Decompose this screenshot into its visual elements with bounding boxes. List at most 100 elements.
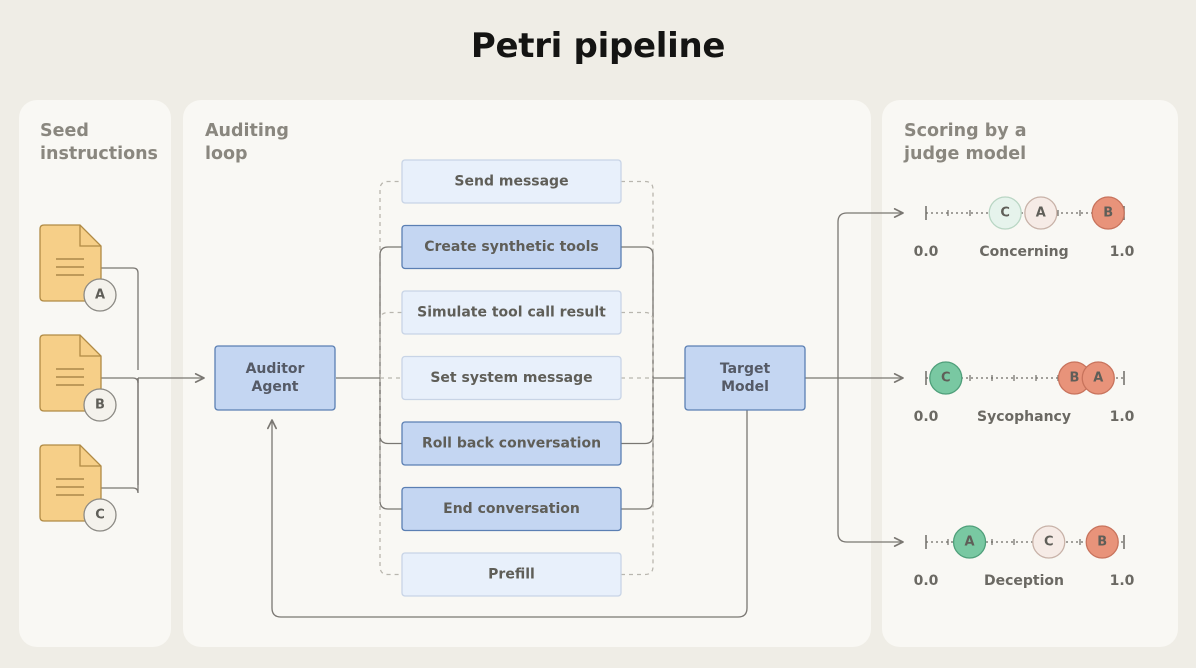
action-right-connector [621,378,654,510]
seed-panel-title: Seed instructions [40,121,158,164]
marker-b: B [1091,196,1125,230]
action-label: End conversation [443,501,580,517]
scoring-panel-title: Scoring by a judge model [904,121,1027,164]
seed-connector [101,378,139,494]
document-fold [79,225,101,247]
marker-c: C [988,196,1022,230]
action-label: Send message [454,174,568,190]
seed-badge [83,278,117,312]
document-fold [79,445,101,467]
action-prefill: Prefill [401,552,622,597]
seed-documents: A B C [39,224,117,532]
marker-a: A [1024,196,1058,230]
marker-circle [1085,525,1119,559]
marker-label: A [965,535,975,550]
action-send-message: Send message [401,159,622,204]
marker-a: A [1081,361,1115,395]
marker-label: A [1093,371,1103,386]
scale-concerning: C A B 0.0 1.0 Concerning [914,196,1135,260]
node-box [684,345,806,411]
marker-label: C [1044,535,1054,550]
action-left-connector [379,378,402,576]
marker-label: B [1097,535,1107,550]
node-box [214,345,336,411]
marker-label: B [1070,371,1080,386]
marker-label: C [941,371,951,386]
seed-badge-label: A [95,288,105,303]
action-right-connector [621,378,654,576]
auditing-panel-title: Auditing loop [205,121,289,164]
node-label-line-1: Target [720,361,771,377]
seed-connector [101,267,139,370]
seed-connector [101,377,139,384]
action-box [401,552,622,597]
target-to-scale-arrow [837,378,904,547]
scale-name: Sycophancy [977,409,1071,425]
node-label-line-2: Agent [251,379,298,395]
action-left-connector [379,246,402,378]
action-box [401,355,622,401]
action-left-connector [379,180,402,378]
marker-circle [929,361,963,395]
action-box [401,421,622,466]
seed-badge-label: B [95,398,105,413]
action-label: Simulate tool call result [417,305,606,321]
action-right-connector [621,311,654,378]
node-label-line-2: Model [721,379,769,395]
marker-b: B [1085,525,1119,559]
scale-max-label: 1.0 [1110,409,1135,425]
marker-c: C [1032,525,1066,559]
seed-doc-a: A [39,224,117,312]
scale-deception: A C B 0.0 1.0 Deception [914,525,1135,589]
action-right-connector [621,180,654,378]
action-label: Prefill [488,567,535,583]
marker-circle [1032,525,1066,559]
scale-name: Deception [984,573,1064,589]
action-right-connector [621,378,654,445]
marker-label: A [1036,206,1046,221]
action-box [401,290,622,335]
marker-circle [1024,196,1058,230]
marker-circle [952,525,987,559]
scale-min-label: 0.0 [914,244,939,260]
feedback-loop-arrow [267,410,748,618]
marker-a: A [952,525,987,559]
action-simulate-tool-call-result: Simulate tool call result [401,290,622,335]
scale-max-label: 1.0 [1110,244,1135,260]
action-end-conversation: End conversation [401,486,622,532]
scale-name: Concerning [979,244,1068,260]
action-box [401,224,622,270]
marker-label: C [1000,206,1010,221]
marker-circle [1081,361,1115,395]
document-fold [79,335,101,357]
action-right-connector [621,246,654,378]
seed-badge [83,388,117,422]
action-label: Roll back conversation [422,436,601,452]
scale-min-label: 0.0 [914,573,939,589]
seed-doc-b: B [39,334,117,422]
marker-circle [1091,196,1125,230]
scale-max-label: 1.0 [1110,573,1135,589]
seed-doc-c: C [39,444,117,532]
target-to-scale-arrow [837,208,904,378]
seed-badge-label: C [95,508,105,523]
scale-min-label: 0.0 [914,409,939,425]
marker-c: C [929,361,963,395]
action-box [401,159,622,204]
seed-badge [83,498,117,532]
action-label: Create synthetic tools [424,239,599,255]
action-box [401,486,622,532]
action-label: Set system message [430,370,592,386]
action-roll-back-conversation: Roll back conversation [401,421,622,466]
connector-lines [101,180,904,618]
action-left-connector [379,378,402,445]
marker-label: B [1103,206,1113,221]
page-title: Petri pipeline [470,26,726,66]
action-left-connector [379,311,402,378]
